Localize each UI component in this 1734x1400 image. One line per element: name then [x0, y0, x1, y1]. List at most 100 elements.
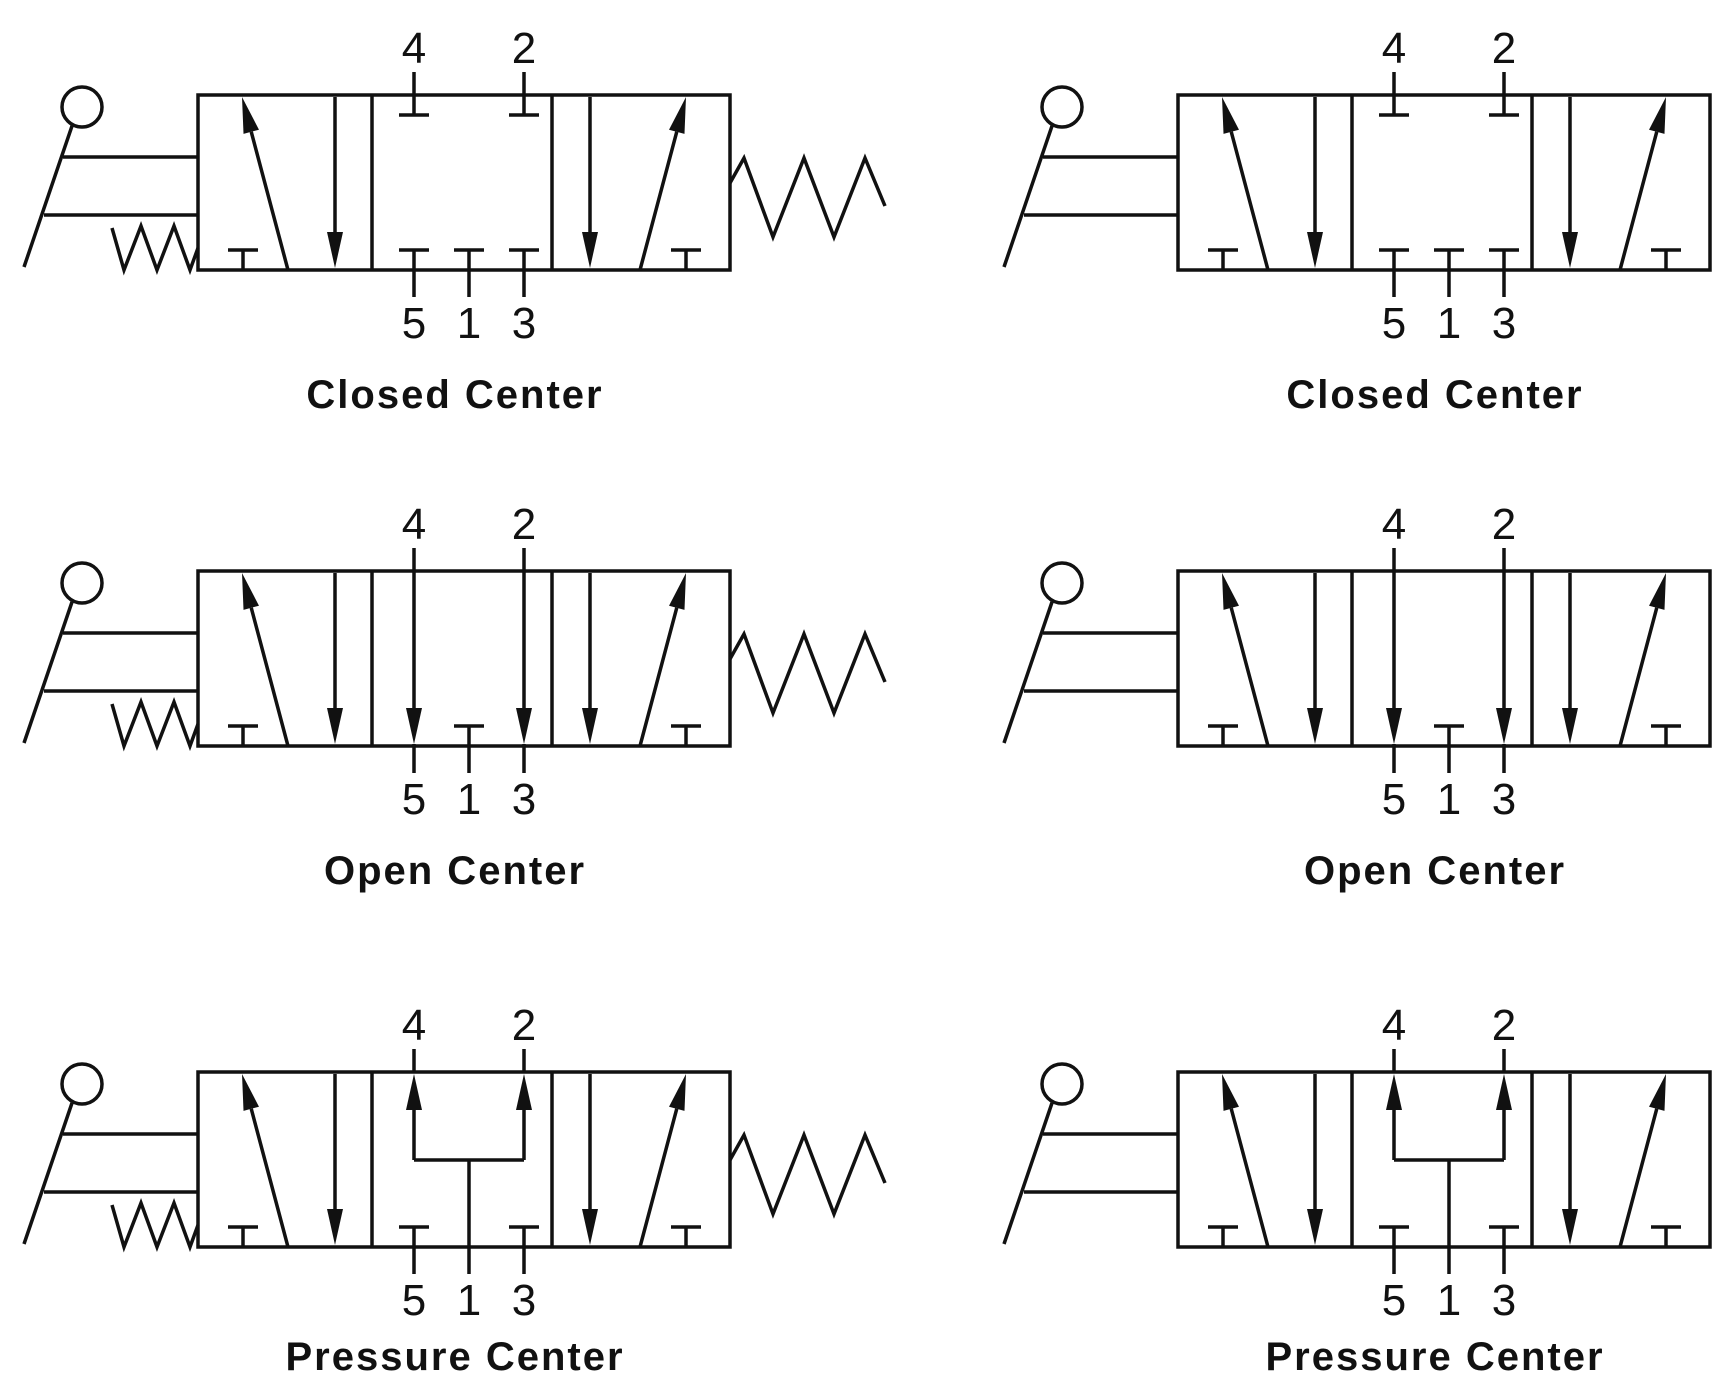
flow-arrow-down [1562, 97, 1578, 268]
right-envelope [1562, 1074, 1681, 1248]
port-label-5: 5 [1382, 775, 1406, 824]
left-envelope [1208, 97, 1323, 271]
port-label-3: 3 [1492, 1276, 1516, 1325]
lever-actuator [1002, 561, 1178, 744]
lever-knob [1040, 561, 1084, 605]
blocked-port [671, 248, 701, 270]
port-3-blocked [1489, 248, 1519, 297]
port-label-5: 5 [402, 775, 426, 824]
port-label-5: 5 [402, 299, 426, 348]
detent-spring-icon [110, 697, 200, 752]
flow-arrow-up [242, 1074, 290, 1248]
port-2-blocked [1489, 72, 1519, 117]
diagram-caption: Closed Center [1286, 373, 1583, 417]
port-label-2: 2 [1492, 500, 1516, 549]
port-label-4: 4 [402, 1001, 426, 1050]
port-label-5: 5 [1382, 299, 1406, 348]
port-label-2: 2 [512, 1001, 536, 1050]
flow-arrow-up [638, 573, 686, 747]
right-envelope [582, 97, 701, 271]
diagram-caption: Open Center [324, 849, 586, 893]
port-4-blocked [399, 72, 429, 117]
blocked-port [1651, 1225, 1681, 1247]
blocked-port [1651, 724, 1681, 746]
blocked-port [671, 724, 701, 746]
port-2-blocked [509, 72, 539, 117]
left-envelope [228, 97, 343, 271]
flow-arrow-down [582, 97, 598, 268]
port-5-blocked [1379, 1225, 1409, 1274]
lever-actuator [1002, 1062, 1178, 1245]
valve-body [1176, 93, 1712, 272]
center-envelope-open [1386, 548, 1512, 773]
blocked-port [1651, 248, 1681, 270]
port-4-blocked [1379, 72, 1409, 117]
flow-arrow-down [1307, 97, 1323, 268]
port-1-blocked [1434, 724, 1464, 773]
right-envelope [582, 573, 701, 747]
flow-arrow-up [1222, 1074, 1270, 1248]
detent-spring-icon [110, 1198, 200, 1253]
blocked-port [1208, 1225, 1238, 1247]
blocked-port [228, 724, 258, 746]
flow-arrow-down [1307, 1074, 1323, 1245]
port-5-blocked [399, 1225, 429, 1274]
valve-body-outline [1176, 569, 1712, 748]
lever-arm [1002, 1102, 1054, 1245]
port-label-3: 3 [512, 299, 536, 348]
flow-arrow-down [327, 1074, 343, 1245]
blocked-port [228, 248, 258, 270]
port-label-3: 3 [512, 775, 536, 824]
port-label-2: 2 [512, 500, 536, 549]
port-3-blocked [509, 1225, 539, 1274]
flow-arrow-down [327, 97, 343, 268]
flow-arrow-up [242, 573, 290, 747]
lever-arm [22, 125, 74, 268]
flow-arrow-2-to-3 [1496, 571, 1512, 744]
flow-arrow-to-2 [1496, 1074, 1512, 1160]
right-envelope [1562, 97, 1681, 271]
diagram-caption: Pressure Center [285, 1335, 624, 1379]
right-envelope [1562, 573, 1681, 747]
port-label-4: 4 [402, 500, 426, 549]
port-label-4: 4 [402, 24, 426, 73]
port-label-1: 1 [457, 299, 481, 348]
lever-actuator [1002, 85, 1178, 268]
lever-knob [60, 561, 104, 605]
port-label-4: 4 [1382, 500, 1406, 549]
flow-arrow-up [1618, 1074, 1666, 1248]
lever-actuator [22, 85, 198, 268]
center-envelope-pressure [1379, 1049, 1519, 1274]
port-label-1: 1 [457, 1276, 481, 1325]
port-5-blocked [399, 248, 429, 297]
flow-arrow-up [242, 97, 290, 271]
lever-arm [1002, 125, 1054, 268]
port-3-blocked [1489, 1225, 1519, 1274]
left-envelope [228, 1074, 343, 1248]
flow-arrow-up [1222, 97, 1270, 271]
port-label-5: 5 [1382, 1276, 1406, 1325]
lever-knob [1040, 1062, 1084, 1106]
blocked-port [1208, 724, 1238, 746]
lever-arm [1002, 601, 1054, 744]
port-label-1: 1 [1437, 299, 1461, 348]
flow-arrow-down [582, 573, 598, 744]
valve-body-outline [196, 93, 732, 272]
port-label-4: 4 [1382, 24, 1406, 73]
flow-arrow-up [1618, 97, 1666, 271]
right-envelope [582, 1074, 701, 1248]
blocked-port [228, 1225, 258, 1247]
port-label-1: 1 [457, 775, 481, 824]
flow-arrow-up [1222, 573, 1270, 747]
flow-arrow-down [1307, 573, 1323, 744]
port-1-blocked [1434, 248, 1464, 297]
flow-arrow-up [1618, 573, 1666, 747]
valve-body [1176, 1070, 1712, 1249]
center-envelope-open [406, 548, 532, 773]
